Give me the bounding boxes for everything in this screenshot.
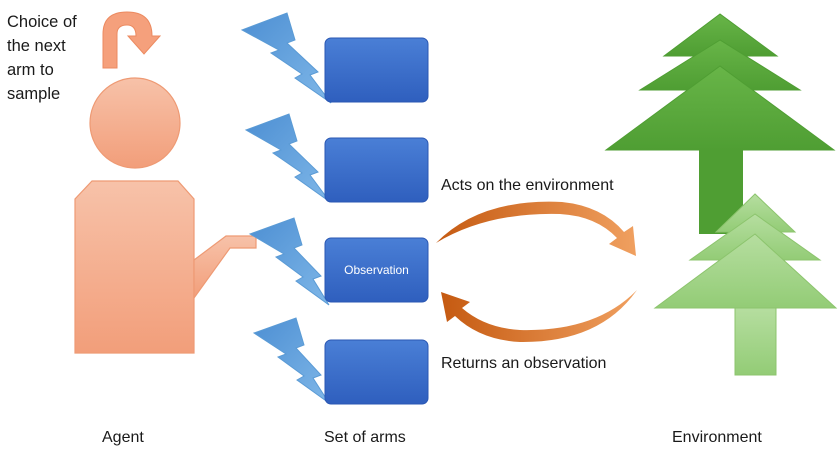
tree-icon — [653, 193, 838, 376]
lightning-bolt-icon — [240, 12, 332, 104]
arm-box — [324, 137, 429, 203]
returns-arrow — [441, 290, 637, 343]
arm-box — [324, 339, 429, 405]
acts-arrow — [436, 201, 636, 256]
agent-figure — [74, 77, 257, 354]
cycle-arrows-icon — [436, 201, 637, 343]
arm-box — [324, 37, 429, 103]
agent-body — [74, 180, 195, 354]
returns-label: Returns an observation — [441, 355, 607, 372]
tree-icon — [604, 13, 836, 234]
set-of-arms-label: Set of arms — [324, 429, 406, 446]
environment-label: Environment — [672, 429, 762, 446]
agent-label: Agent — [102, 429, 144, 446]
lightning-bolt-icon — [244, 113, 331, 203]
acts-label: Acts on the environment — [441, 177, 614, 194]
arm-box-observation — [324, 237, 429, 303]
agent-head — [89, 77, 181, 169]
environment-trees — [604, 13, 838, 376]
choice-label: Choice of the next arm to sample — [7, 13, 77, 103]
lightning-bolt-icon — [248, 217, 330, 306]
agent-arm — [193, 235, 257, 300]
lightning-bolts — [240, 12, 332, 404]
lightning-bolt-icon — [252, 317, 330, 404]
curved-arrow-icon — [102, 11, 162, 69]
set-of-arms — [324, 37, 429, 405]
observation-label: Observation — [344, 263, 409, 277]
